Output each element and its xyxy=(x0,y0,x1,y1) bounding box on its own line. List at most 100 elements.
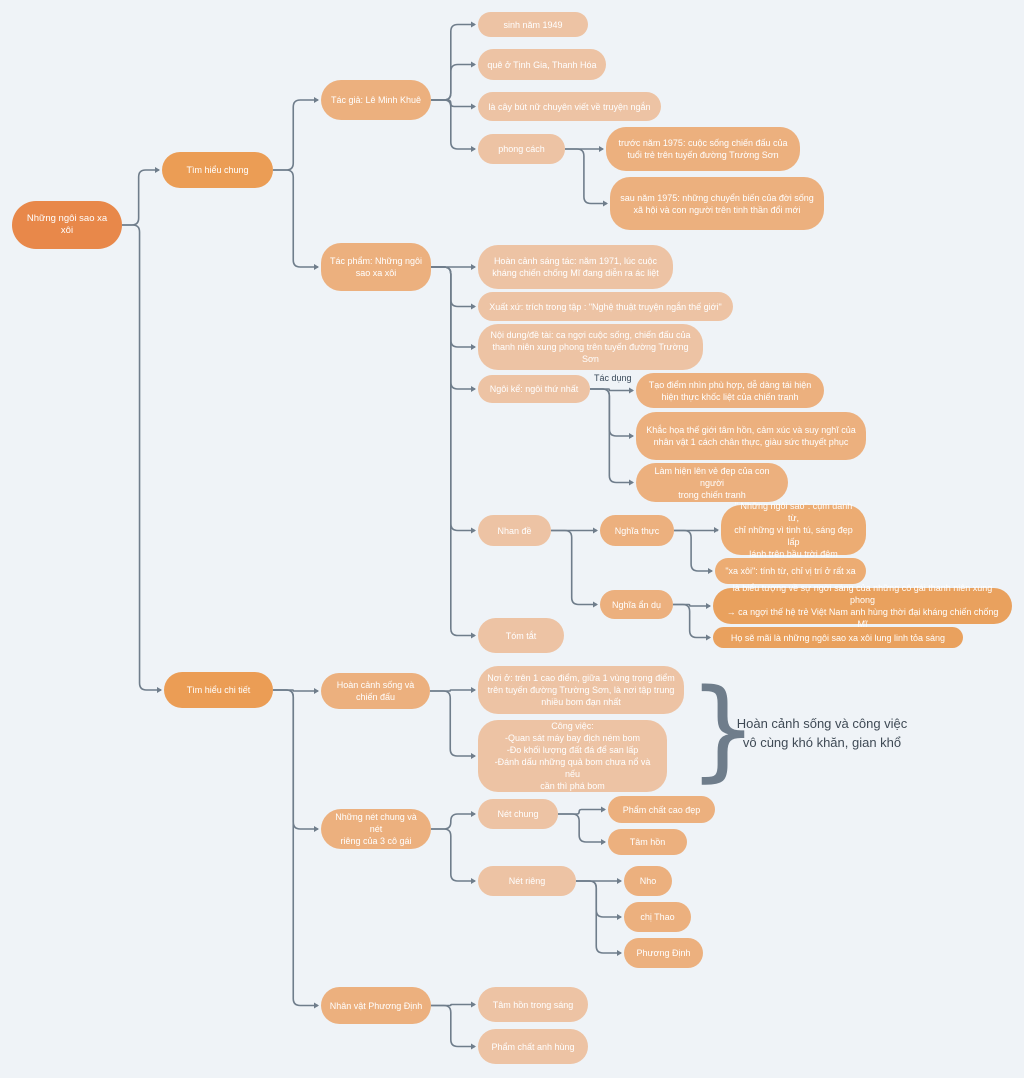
connector-line xyxy=(674,529,712,572)
connector-line xyxy=(590,388,633,484)
connector-line xyxy=(431,1004,475,1048)
node-tac-pham[interactable]: Tác phẩm: Những ngôi sao xa xôi xyxy=(321,243,431,291)
node-nhung-ngoi-sao[interactable]: " Những ngôi sao": cụm danh từ, chỉ nhữn… xyxy=(721,501,866,559)
connector-line xyxy=(431,266,475,532)
node-nho[interactable]: Nho xyxy=(624,866,672,896)
connector-line xyxy=(430,689,475,692)
node-noi-o[interactable]: Nơi ở: trên 1 cao điểm, giữa 1 vùng trọn… xyxy=(478,666,684,714)
connector-arrow-icon xyxy=(471,386,476,392)
connector-arrow-icon xyxy=(603,200,608,207)
node-que-quan[interactable]: quê ở Tịnh Gia, Thanh Hóa xyxy=(478,49,606,80)
connector-arrow-icon xyxy=(314,1002,319,1009)
node-ho-se-mai[interactable]: Họ sẽ mãi là những ngôi sao xa xôi lung … xyxy=(713,627,963,648)
node-hoan-canh-song[interactable]: Hoàn cảnh sống và chiến đấu xyxy=(321,673,430,709)
connector-line xyxy=(590,388,633,392)
branch-tim-hieu-chi-tiet[interactable]: Tìm hiểu chi tiết xyxy=(164,672,273,708)
connector-line xyxy=(431,266,475,348)
connector-line xyxy=(431,813,475,830)
node-net-chung[interactable]: Nét chung xyxy=(478,799,558,829)
node-ngoi-ke[interactable]: Ngôi kể: ngôi thứ nhất xyxy=(478,375,590,403)
connector-line xyxy=(558,813,605,843)
connector-arrow-icon xyxy=(617,878,622,884)
node-pham-chat-anh-hung[interactable]: Phẩm chất anh hùng xyxy=(478,1029,588,1064)
node-hoan-canh-sang-tac[interactable]: Hoàn cảnh sáng tác: năm 1971, lúc cuộc k… xyxy=(478,245,673,289)
connector-arrow-icon xyxy=(471,527,476,534)
connector-line xyxy=(431,828,475,882)
connector-arrow-icon xyxy=(314,826,319,832)
connector-arrow-icon xyxy=(471,878,476,884)
node-tom-tat[interactable]: Tóm tắt xyxy=(478,618,564,653)
connector-arrow-icon xyxy=(155,167,160,173)
node-tac-gia[interactable]: Tác giả: Lê Minh Khuê xyxy=(321,80,431,120)
connector-arrow-icon xyxy=(471,146,476,152)
connector-arrow-icon xyxy=(706,603,711,609)
node-tam-hon[interactable]: Tâm hồn xyxy=(608,829,687,855)
node-net-chung-rieng[interactable]: Những nét chung và nét riêng của 3 cô gá… xyxy=(321,809,431,849)
branch-tim-hieu-chung[interactable]: Tìm hiểu chung xyxy=(162,152,273,188)
node-net-rieng[interactable]: Nét riêng xyxy=(478,866,576,896)
connector-arrow-icon xyxy=(617,914,622,920)
connector-arrow-icon xyxy=(471,1001,476,1008)
connector-arrow-icon xyxy=(314,688,319,694)
node-nghia-thuc[interactable]: Nghĩa thực xyxy=(600,515,674,546)
node-xa-xoi[interactable]: "xa xôi": tính từ, chỉ vị trí ở rất xa xyxy=(715,558,866,584)
node-nghia-an-du[interactable]: Nghĩa ẩn dụ xyxy=(600,590,673,619)
connector-arrow-icon xyxy=(629,387,634,394)
connector-line xyxy=(273,689,318,830)
connector-line xyxy=(122,169,159,226)
node-nhan-de[interactable]: Nhan đề xyxy=(478,515,551,546)
connector-arrow-icon xyxy=(629,433,634,439)
connector-arrow-icon xyxy=(471,103,476,110)
connector-arrow-icon xyxy=(157,687,162,693)
connector-line xyxy=(673,603,710,639)
connector-line xyxy=(431,266,475,390)
node-tac-dung-1[interactable]: Tạo điểm nhìn phù hợp, dễ dàng tái hiện … xyxy=(636,373,824,408)
connector-arrow-icon xyxy=(629,479,634,486)
connector-arrow-icon xyxy=(471,61,476,68)
connector-arrow-icon xyxy=(593,527,598,534)
summary-note: Hoàn cảnh sống và công việc vô cùng khó … xyxy=(736,716,908,750)
node-tac-dung-3[interactable]: Làm hiện lên vẻ đẹp của con người trong … xyxy=(636,463,788,502)
node-sinh-nam[interactable]: sinh năm 1949 xyxy=(478,12,588,37)
node-tac-dung-2[interactable]: Khắc họa thế giới tâm hồn, cảm xúc và su… xyxy=(636,412,866,460)
connector-line xyxy=(273,169,318,268)
connector-line xyxy=(273,689,318,1007)
node-sau-1975[interactable]: sau năm 1975: những chuyển biến của đời … xyxy=(610,177,824,230)
node-truoc-1975[interactable]: trước năm 1975: cuộc sống chiến đấu của … xyxy=(606,127,800,171)
connector-line xyxy=(122,224,161,691)
connector-line xyxy=(431,99,475,150)
node-tam-hon-trong-sang[interactable]: Tâm hồn trong sáng xyxy=(478,987,588,1022)
connector-arrow-icon xyxy=(617,950,622,956)
node-xuat-xu[interactable]: Xuất xứ: trích trong tập : "Nghệ thuật t… xyxy=(478,292,733,321)
node-noi-dung-de-tai[interactable]: Nội dung/đề tài: ca ngợi cuộc sống, chiế… xyxy=(478,324,703,370)
connector-arrow-icon xyxy=(601,839,606,845)
node-cong-viec[interactable]: Công việc: -Quan sát máy bay địch ném bo… xyxy=(478,720,667,792)
node-nhan-vat-phuong-dinh[interactable]: Nhân vật Phương Định xyxy=(321,987,431,1024)
node-cay-but-nu[interactable]: là cây bút nữ chuyên viết về truyện ngắn xyxy=(478,92,661,121)
connector-line xyxy=(590,388,633,437)
connector-line xyxy=(431,63,475,101)
node-bieu-tuong[interactable]: là biểu tượng về sự ngời sáng của những … xyxy=(713,583,1012,629)
node-phuong-dinh[interactable]: Phương Định xyxy=(624,938,703,968)
connector-line xyxy=(673,603,710,607)
connector-arrow-icon xyxy=(471,811,476,817)
connector-line xyxy=(576,880,621,954)
connector-arrow-icon xyxy=(471,687,476,693)
connector-arrow-icon xyxy=(471,344,476,350)
connector-arrow-icon xyxy=(708,568,713,574)
connector-arrow-icon xyxy=(714,527,719,533)
connector-arrow-icon xyxy=(599,146,604,152)
connector-arrow-icon xyxy=(471,1043,476,1050)
connector-arrow-icon xyxy=(706,634,711,641)
edge-label-tac-dung: Tác dụng xyxy=(594,373,632,383)
connector-line xyxy=(430,690,475,757)
node-pham-chat-cao-dep[interactable]: Phẩm chất cao đẹp xyxy=(608,796,715,823)
connector-line xyxy=(431,266,475,308)
node-chi-thao[interactable]: chị Thao xyxy=(624,902,691,932)
curly-brace-icon: } xyxy=(688,665,758,793)
connector-line xyxy=(431,23,475,101)
connector-arrow-icon xyxy=(314,264,319,270)
node-phong-cach[interactable]: phong cách xyxy=(478,134,565,164)
root-topic[interactable]: Những ngôi sao xa xôi xyxy=(12,201,122,249)
connector-line xyxy=(431,1003,475,1007)
